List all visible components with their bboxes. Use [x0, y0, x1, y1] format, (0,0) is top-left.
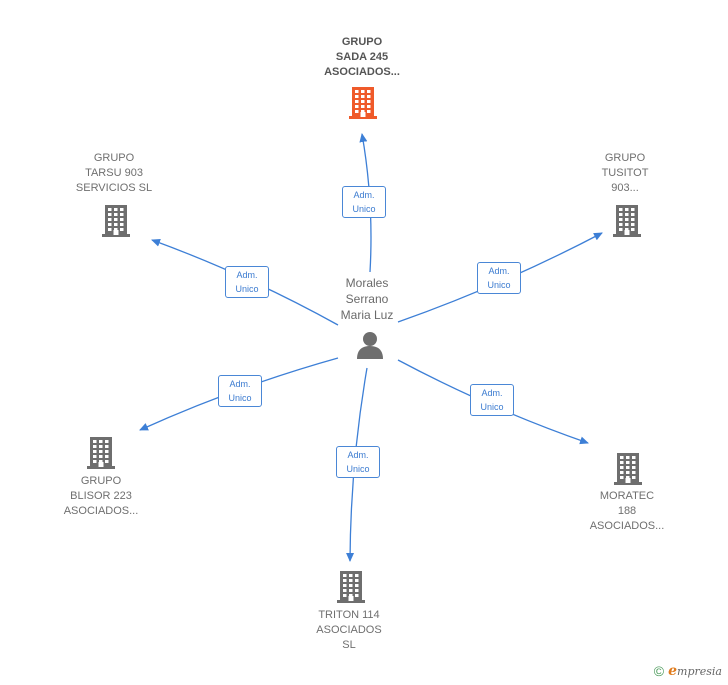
company-label-grupo-tusitot[interactable]: GRUPO TUSITOT 903... — [602, 151, 649, 196]
relation-badge-text: Unico — [487, 280, 511, 290]
copyright-icon: © — [653, 663, 665, 679]
relation-badge-grupo-blisor[interactable]: Adm. Unico — [218, 375, 262, 407]
empresia-logo[interactable]: empresia — [668, 663, 722, 679]
relation-badge-text: Adm. — [488, 266, 510, 276]
company-label-line: SL — [342, 639, 356, 651]
company-node-grupo-blisor[interactable] — [86, 435, 116, 474]
relation-badge-text: Unico — [235, 284, 259, 294]
company-label-line: MORATEC — [599, 490, 655, 502]
relation-badge-text: Adm. — [353, 190, 375, 200]
company-node-grupo-sada[interactable] — [348, 85, 378, 124]
company-label-line: SADA 245 — [335, 51, 389, 63]
company-label-line: ASOCIADOS... — [63, 505, 139, 517]
building-icon — [337, 571, 365, 603]
relation-badge-grupo-tusitot[interactable]: Adm. Unico — [477, 262, 521, 294]
relation-badge-text: Unico — [228, 393, 252, 403]
building-icon — [87, 437, 115, 469]
person-name-line: Morales — [345, 276, 389, 290]
company-node-grupo-tusitot[interactable] — [612, 203, 642, 242]
relation-badge-text: Adm. — [236, 270, 258, 280]
company-label-line: GRUPO — [93, 152, 135, 164]
relation-badge-grupo-tarsu[interactable]: Adm. Unico — [225, 266, 269, 298]
relation-badge-moratec[interactable]: Adm. Unico — [470, 384, 514, 416]
footer-credit: © empresia — [654, 663, 722, 679]
company-label-line: ASOCIADOS... — [589, 520, 665, 532]
company-label-line: SERVICIOS SL — [75, 182, 153, 194]
company-label-line: ASOCIADOS — [316, 624, 382, 636]
relation-badge-text: Unico — [480, 402, 504, 412]
company-label-line: 903... — [611, 182, 639, 194]
company-node-grupo-tarsu[interactable] — [101, 203, 131, 242]
person-name-line: Serrano — [345, 292, 389, 306]
company-label-line: TARSU 903 — [85, 167, 143, 179]
company-label-line: GRUPO — [80, 475, 122, 487]
building-icon — [349, 87, 377, 119]
building-icon — [102, 205, 130, 237]
company-node-moratec[interactable] — [613, 451, 643, 490]
company-label-line: TUSITOT — [601, 167, 649, 179]
company-label-line: ASOCIADOS... — [324, 66, 400, 78]
company-label-line: GRUPO — [604, 152, 646, 164]
building-icon — [613, 205, 641, 237]
person-icon — [357, 332, 383, 359]
company-node-triton[interactable] — [336, 569, 366, 608]
company-label-line: TRITON 114 — [318, 609, 380, 621]
building-icon — [614, 453, 642, 485]
relation-badge-text: Adm. — [481, 388, 503, 398]
company-label-line: 188 — [617, 505, 637, 517]
relation-badge-text: Adm. — [229, 379, 251, 389]
relation-badge-text: Unico — [346, 464, 370, 474]
company-label-line: BLISOR 223 — [70, 490, 132, 502]
person-name-line: Maria Luz — [340, 308, 394, 322]
person-node[interactable] — [355, 330, 385, 365]
relation-badge-text: Adm. — [347, 450, 369, 460]
relation-badge-grupo-sada[interactable]: Adm. Unico — [342, 186, 386, 218]
company-label-line: GRUPO — [341, 36, 383, 48]
relation-badge-text: Unico — [352, 204, 376, 214]
relation-badge-triton[interactable]: Adm. Unico — [336, 446, 380, 478]
